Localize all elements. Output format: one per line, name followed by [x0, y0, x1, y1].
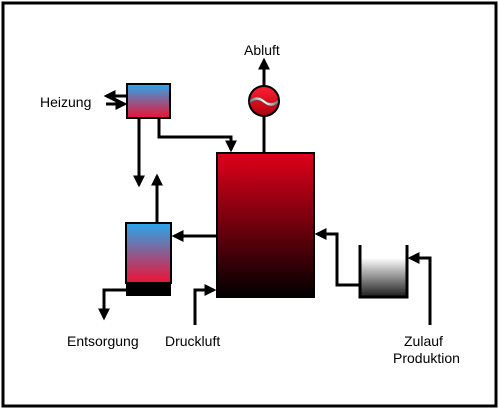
- fan-icon: [248, 85, 280, 117]
- heat-exchanger: [126, 83, 171, 119]
- exhaust-label: Abluft: [244, 42, 280, 58]
- reactor-vessel: [216, 152, 315, 298]
- heat-to-reactor-line: [157, 118, 237, 153]
- disposal-arrow: [98, 288, 126, 321]
- production-label: Produktion: [393, 350, 460, 366]
- disposal-label: Entsorgung: [67, 333, 139, 349]
- inflow-label: Zulauf: [404, 333, 443, 349]
- sludge-layer: [126, 283, 171, 296]
- inflow-arrow: [407, 252, 432, 325]
- compressed-air-label: Druckluft: [165, 333, 221, 349]
- heating-label: Heizung: [40, 94, 92, 110]
- compressed-air-arrow: [193, 284, 217, 325]
- feed-to-reactor-arrow: [314, 228, 360, 287]
- feed-tank: [358, 245, 409, 299]
- feed-tank-liquid: [360, 258, 407, 296]
- separator-tank: [125, 222, 172, 284]
